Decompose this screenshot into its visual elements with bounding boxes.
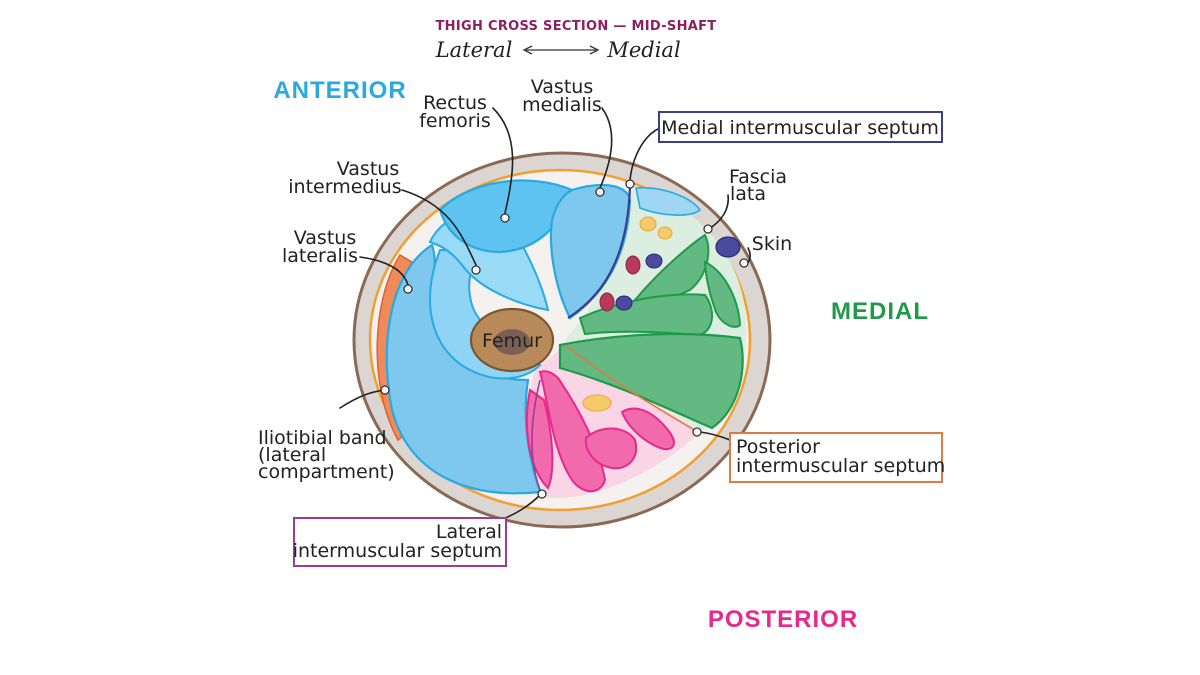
svg-text:lateralis: lateralis [282,245,358,267]
label-skin: Skin [752,233,792,255]
svg-text:intermuscular septum: intermuscular septum [293,540,502,562]
label-fascia-lata: Fascia lata [729,166,787,205]
profunda-artery [599,292,615,312]
diagram-title: THIGH CROSS SECTION — MID-SHAFT [436,19,717,34]
label-vastus-intermedius: Vastus intermedius [288,158,401,198]
femoral-vessel-fat-2 [657,226,673,240]
svg-text:compartment): compartment) [258,461,395,483]
femoral-vein [645,253,663,269]
svg-text:Iliotibial band: Iliotibial band [258,427,387,449]
posterior-septum-callout: Posterior intermuscular septum [729,432,945,483]
svg-text:intermuscular septum: intermuscular septum [736,455,945,477]
posterior-intermuscular-septum [564,344,699,433]
svg-text:Posterior: Posterior [736,436,820,458]
great-saphenous-vein [715,236,741,258]
svg-text:femoris: femoris [419,110,491,132]
lateral-septum-callout: Lateral intermuscular septum [293,517,507,567]
adductor-magnus-muscle [558,332,744,430]
svg-text:(lateral: (lateral [258,444,326,466]
svg-text:Medial intermuscular septum: Medial intermuscular septum [661,117,939,139]
biceps-femoris-muscle [538,370,607,493]
svg-text:Rectus: Rectus [423,92,487,114]
label-iliotibial-band: Iliotibial band (lateral compartment) [258,427,395,483]
svg-text:Vastus: Vastus [337,158,399,180]
semimembranosus-muscle [584,427,638,470]
femur-marrow [494,329,530,355]
svg-text:Vastus: Vastus [531,76,593,98]
leader-lines [339,107,751,521]
double-arrow-icon [522,45,600,55]
label-vastus-lateralis: Vastus lateralis [282,227,358,267]
lateral-intermuscular-septum [531,379,543,495]
posterior-direction-label: POSTERIOR [708,606,858,633]
vastus-intermedius-muscle [429,249,542,380]
medial-orientation-label: Medial [606,38,680,62]
femoral-vessel-fat [639,216,657,232]
gracilis-muscle [703,260,742,328]
medial-intermuscular-septum [567,185,632,319]
label-rectus-femoris: Rectus femoris [419,92,491,132]
svg-text:medialis: medialis [522,94,602,116]
hamstring-muscle [620,407,675,450]
femoral-artery [625,255,641,275]
svg-text:Vastus: Vastus [294,227,356,249]
svg-text:Lateral: Lateral [436,521,502,543]
svg-text:Fascia: Fascia [729,166,787,188]
adductor-brevis-muscle [578,293,713,337]
sciatic-nerve [582,394,612,412]
svg-text:intermedius: intermedius [288,176,401,198]
lateral-orientation-label: Lateral [435,38,513,62]
medial-direction-label: MEDIAL [831,298,929,325]
sartorius-muscle [635,186,702,216]
profunda-vein [615,295,633,311]
femur-label: Femur [482,330,542,352]
label-vastus-medialis: Vastus medialis [522,76,602,116]
svg-text:lata: lata [730,183,766,205]
thigh-section [352,151,772,529]
anterior-direction-label: ANTERIOR [273,77,406,104]
medial-septum-callout: Medial intermuscular septum [658,111,943,143]
